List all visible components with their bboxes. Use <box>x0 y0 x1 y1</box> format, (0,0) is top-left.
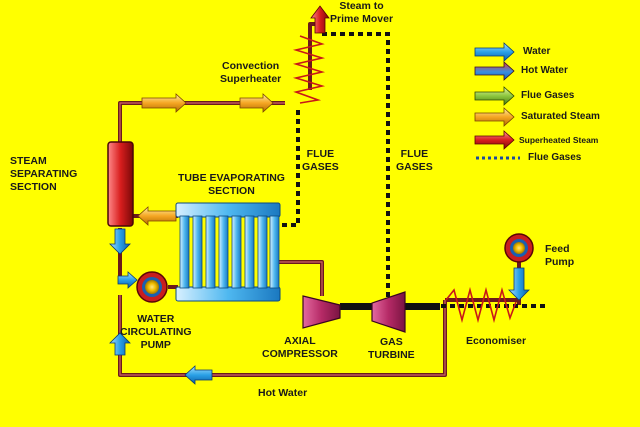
steam-separating-section-label: STEAM SEPARATING SECTION <box>10 155 78 193</box>
convection-superheater-coil <box>292 35 326 104</box>
legend-icons <box>474 42 520 160</box>
tube-evaporating-section-label: TUBE EVAPORATING SECTION <box>178 172 285 197</box>
red-blue-arrow-icon <box>474 61 515 81</box>
water-circulating-pump <box>136 271 168 303</box>
gas-turbine-label: GAS TURBINE <box>368 336 415 361</box>
axial-compressor-label: AXIAL COMPRESSOR <box>262 335 338 360</box>
steam-separator-vessel <box>107 141 134 227</box>
red-arrow-icon <box>474 130 515 150</box>
economiser-coil <box>445 286 517 324</box>
water-arrows <box>109 228 530 301</box>
tube-evaporator <box>175 202 281 302</box>
economiser-label: Economiser <box>466 335 527 347</box>
blue-arrow-icon <box>474 42 515 62</box>
convection-superheater-label: Convection Superheater <box>220 60 282 85</box>
feed-pump <box>504 233 534 263</box>
flue-gas-path <box>280 32 545 308</box>
gas-turbine-set <box>302 291 440 333</box>
legend-item-hot-water: Hot Water <box>521 65 568 76</box>
legend-item-saturated-steam: Saturated Steam <box>521 111 600 122</box>
legend-item-superheated-steam: Superheated Steam <box>519 135 599 145</box>
legend-item-flue-gases: Flue Gases <box>521 90 575 101</box>
saturated-steam-arrows <box>137 93 274 226</box>
steam-to-prime-mover-label: Steam to Prime Mover <box>330 0 394 25</box>
water-circulating-pump-label: WATER CIRCULATING PUMP <box>120 313 192 351</box>
hot-water-arrows <box>109 332 213 385</box>
orange-arrow-icon <box>474 107 515 127</box>
legend-item-water: Water <box>523 46 551 57</box>
flue-gases-label-2: FLUE GASES <box>396 148 433 173</box>
superheated-steam-out-arrow <box>310 5 330 34</box>
feed-pump-label: Feed Pump <box>545 243 575 268</box>
flue-gases-label-1: FLUE GASES <box>302 148 339 173</box>
green-arrow-icon <box>474 86 515 106</box>
hot-water-label: Hot Water <box>258 387 308 399</box>
legend-item-flue-gases-dotted: Flue Gases <box>528 152 582 163</box>
